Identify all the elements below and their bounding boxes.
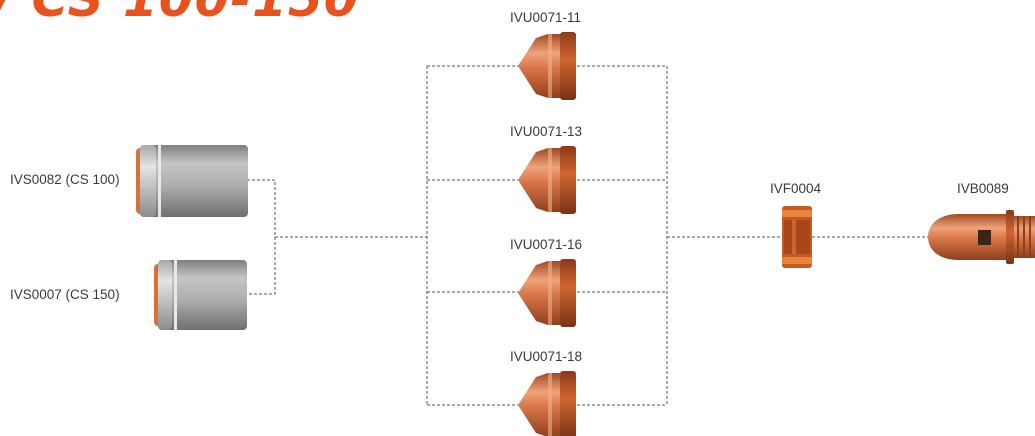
connector-line [247,179,276,295]
nozzle-16-label: IVU0071-16 [510,237,583,252]
nozzle-16-image [518,259,576,327]
shield-cs150-image [154,260,247,330]
nozzle-13-image [518,146,576,214]
nozzle-18-image [518,371,576,436]
shield-cs100-image [136,145,248,217]
nozzle-18-label: IVU0071-18 [510,349,583,364]
nozzle-11-image [518,32,576,100]
nozzle-13-label: IVU0071-13 [510,124,583,139]
electrode-image [928,210,1035,264]
nozzle-11-label: IVU0071-11 [510,10,582,25]
shield-cs150-label: IVS0007 (CS 150) [10,287,120,302]
shield-cs100-label: IVS0082 (CS 100) [10,172,120,187]
swirl-ring-image [782,206,812,268]
page-heading: / CS 100-150 [0,0,360,28]
connector-lines [247,65,930,406]
swirl-ring-label: IVF0004 [770,181,822,196]
electrode-label: IVB0089 [957,181,1009,196]
